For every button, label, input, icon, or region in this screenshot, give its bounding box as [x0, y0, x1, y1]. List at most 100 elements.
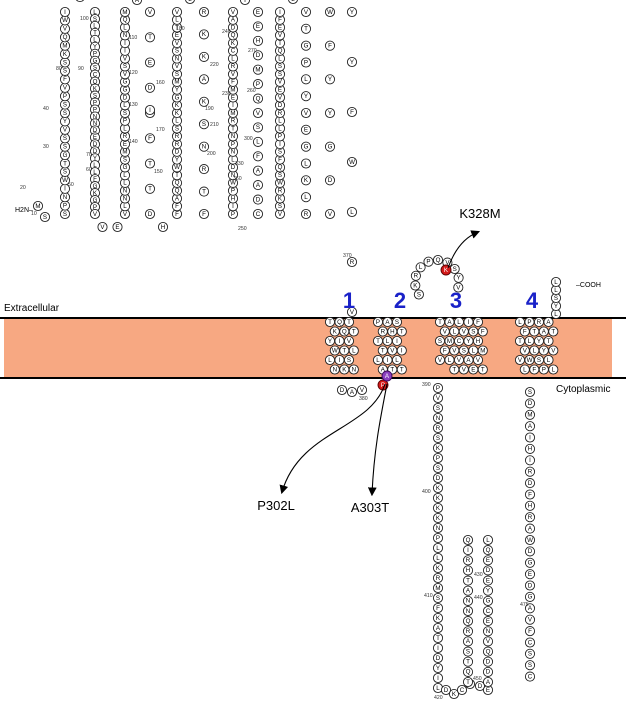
svg-text:E: E: [93, 134, 97, 141]
residue-tm3-2: A: [444, 316, 455, 328]
svg-text:P: P: [376, 319, 380, 326]
svg-text:T: T: [352, 328, 356, 335]
p302l-arrow: [279, 383, 386, 495]
svg-text:T: T: [376, 338, 380, 345]
svg-text:V: V: [456, 284, 461, 291]
residue-c3-18: L: [432, 552, 444, 564]
svg-text:T: T: [481, 366, 485, 373]
residue-c3-24: K: [432, 612, 444, 624]
residue-tm3-10: V: [439, 326, 450, 337]
residue-u5-32: D: [252, 50, 264, 61]
svg-text:V: V: [528, 617, 533, 624]
residue-tm4-4: A: [543, 316, 554, 328]
svg-text:M: M: [62, 43, 67, 50]
residue-number-60: 60: [86, 167, 92, 173]
svg-text:Y: Y: [554, 303, 558, 310]
svg-text:F: F: [93, 176, 97, 183]
svg-text:E: E: [231, 94, 235, 101]
svg-text:W: W: [527, 537, 533, 544]
residue-c4b-15: A: [482, 676, 494, 688]
residue-number-230: 230: [222, 91, 231, 97]
residue-c4a-12: S: [462, 646, 474, 657]
svg-text:V: V: [278, 32, 283, 39]
svg-text:E: E: [486, 557, 490, 564]
svg-text:F: F: [443, 347, 447, 354]
svg-text:V: V: [328, 211, 333, 218]
residue-c4b-14: D: [482, 666, 494, 677]
residue-c3-14: K: [432, 512, 444, 524]
svg-text:A: A: [436, 625, 441, 632]
svg-text:V: V: [347, 338, 352, 345]
residue-u6-32: P: [300, 57, 312, 68]
svg-text:I: I: [149, 107, 151, 114]
residue-u4-15: L: [171, 115, 183, 126]
residue-c3-9: S: [432, 462, 444, 474]
svg-text:I: I: [124, 48, 126, 55]
residue-tm1-10: L: [348, 345, 359, 356]
residue-u5-27: V: [227, 6, 239, 18]
residue-tm1-entry-3: F: [346, 106, 358, 118]
residue-u1-5: N: [59, 192, 71, 203]
svg-text:V: V: [457, 357, 462, 364]
residue-number-50: 50: [68, 182, 74, 188]
svg-text:P: P: [93, 51, 97, 58]
residue-l12-3: V: [356, 384, 368, 396]
residue-c4a-6: A: [462, 585, 474, 596]
residue-c4c-12: R: [524, 512, 536, 523]
svg-text:R: R: [304, 211, 309, 218]
residue-tm2-11: V: [387, 345, 398, 356]
residue-tm4-6: A: [538, 326, 549, 337]
residue-c3-11: K: [432, 482, 444, 494]
residue-tm3-27: E: [468, 364, 479, 375]
svg-text:M: M: [35, 203, 40, 210]
svg-text:I: I: [339, 338, 341, 345]
svg-text:C: C: [486, 608, 491, 615]
residue-u6-24: V: [274, 30, 286, 41]
svg-text:T: T: [304, 26, 308, 33]
residue-tm2-14: I: [382, 354, 393, 366]
svg-text:P: P: [381, 382, 385, 389]
residue-u2-31: V: [89, 208, 101, 220]
residue-ct-1: L: [550, 308, 562, 320]
residue-tm4-21: L: [548, 364, 559, 375]
svg-text:V: V: [175, 63, 180, 70]
residue-tm4-17: V: [514, 354, 526, 366]
residue-c4b-6: Y: [482, 585, 494, 596]
svg-text:L: L: [123, 180, 127, 187]
svg-text:Y: Y: [304, 93, 308, 100]
svg-text:P: P: [231, 211, 235, 218]
svg-text:N: N: [123, 195, 127, 202]
svg-text:D: D: [175, 149, 180, 156]
residue-u3-27: M: [119, 6, 131, 18]
residue-c4c-5: I: [524, 432, 536, 443]
svg-text:E: E: [486, 687, 490, 694]
svg-text:Q: Q: [175, 180, 180, 187]
extracellular-label: Extracellular: [4, 303, 60, 314]
svg-text:S: S: [528, 389, 532, 396]
residue-u1-27: I: [59, 6, 71, 18]
svg-text:W: W: [332, 347, 338, 354]
svg-text:R: R: [537, 319, 542, 326]
svg-text:S: S: [63, 68, 67, 75]
svg-text:P: P: [93, 99, 97, 106]
svg-text:D: D: [436, 475, 441, 482]
svg-text:S: S: [202, 121, 206, 128]
svg-text:P: P: [278, 133, 282, 140]
svg-text:I: I: [279, 9, 281, 16]
residue-c4c-10: F: [524, 489, 536, 500]
svg-text:L: L: [256, 139, 260, 146]
residue-tm1-entry-2: Y: [346, 56, 358, 68]
k328m-arrow: [447, 230, 481, 269]
residue-tail-1: V: [324, 208, 336, 220]
svg-text:D: D: [340, 387, 345, 394]
residue-u1-16: S: [59, 99, 71, 110]
residue-c3-25: A: [432, 622, 444, 634]
residue-tm3-6: F: [477, 326, 488, 337]
residue-u2-17: N: [89, 111, 101, 122]
residue-u6-41: R: [300, 208, 312, 220]
residue-u4-40: F: [198, 208, 210, 220]
residue-u4-32: K: [198, 29, 210, 40]
residue-u5-28: T: [239, 0, 251, 6]
svg-text:L: L: [123, 172, 127, 179]
svg-text:P: P: [123, 118, 127, 125]
